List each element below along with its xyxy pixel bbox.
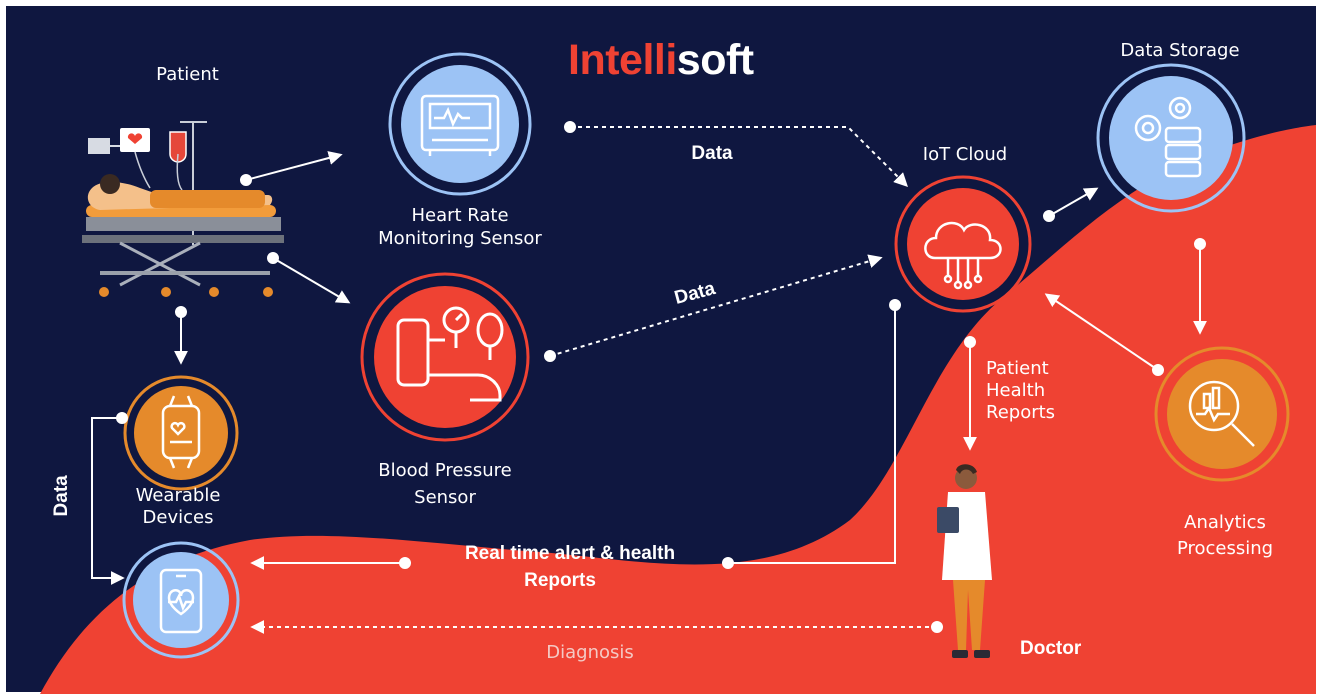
data-storage-node [1096,63,1246,213]
blood-pressure-cuff-icon [396,306,504,402]
patient-label: Patient [156,64,219,85]
reports-label-3: Reports [986,402,1056,423]
magnifier-chart-icon [1188,380,1255,447]
reports-label-1: Patient [986,358,1049,379]
iot-cloud-label: IoT Cloud [922,144,1008,165]
dot [722,557,734,569]
line-cloud-alert [728,305,896,564]
arrow-patient-bp [272,257,351,304]
analytics-node [1154,346,1290,482]
connectors [91,121,1207,634]
blood-pressure-sensor-node [360,272,530,442]
arrow-patient-heart [245,151,343,181]
iot-cloud-node [894,175,1032,313]
doctor-with-clipboard-icon [937,464,992,658]
alert-label-2: Reports [524,570,596,591]
background-red-wave [40,125,1316,694]
data-label-top: Data [691,143,733,164]
smartwatch-icon [161,395,201,469]
alert-label-1: Real time alert & health [464,543,676,564]
wearable-label-1: Wearable [135,485,221,506]
data-storage-label: Data Storage [1120,40,1240,61]
arrow-wearable-phone [91,417,125,585]
doctor-label: Doctor [1020,638,1082,659]
heart-rate-label-1: Heart Rate [411,205,509,226]
smartphone-heart-icon [159,568,203,634]
reports-label-2: Health [986,380,1046,401]
blood-pressure-label-2: Sensor [414,487,476,508]
heart-rate-sensor-node [388,52,532,196]
wearable-label-2: Devices [142,507,214,528]
analytics-label-2: Processing [1176,538,1274,559]
blood-pressure-label-1: Blood Pressure [378,460,512,481]
gears-database-icon [1134,96,1202,178]
heart-rate-label-2: Monitoring Sensor [378,228,542,249]
brand-logo: Intellisoft [568,36,754,84]
heart-rate-monitor-icon [420,94,500,156]
arrow-cloud-storage [1048,187,1099,217]
hospital-bed-patient-icon [82,121,284,297]
data-label-left: Data [51,475,73,517]
diagnosis-label: Diagnosis [546,642,634,663]
dashed-bp-cloud [549,254,883,357]
analytics-label-1: Analytics [1184,512,1266,533]
cloud-network-icon [924,221,1002,290]
arrow-analytics-cloud [1044,293,1159,371]
smartphone-node [122,541,240,659]
wearable-device-node [123,375,239,491]
